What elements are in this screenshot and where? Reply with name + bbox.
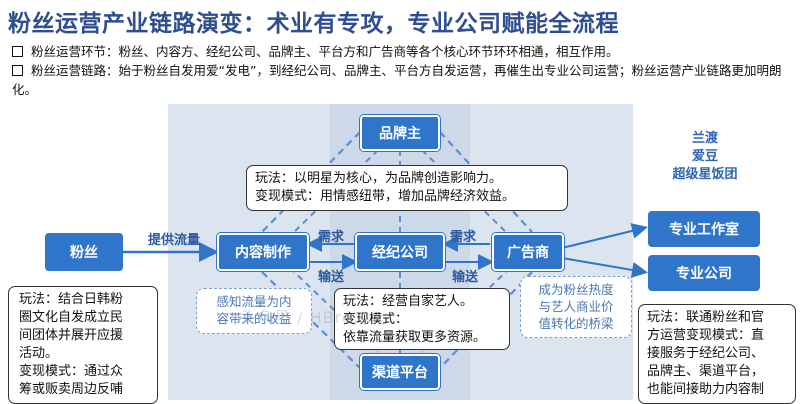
pro-desc-line: 玩法：联通粉丝和官 <box>647 310 765 325</box>
node-content: 内容制作 <box>217 233 309 271</box>
fans-desc-line: 筹或贩卖周边反哺 <box>19 382 124 397</box>
pro-desc-line: 方运营变现模式：直 <box>647 328 765 343</box>
node-studio: 专业工作室 <box>648 211 760 247</box>
bullet-1-text: 粉丝运营环节：粉丝、内容方、经纪公司、品牌主、平台方和广告商等各个核心环节环环相… <box>31 44 619 59</box>
pro-desc-line: 接服务于经纪公司、 <box>647 346 765 361</box>
node-agency: 经纪公司 <box>355 233 445 271</box>
edge-ad-company <box>561 257 648 278</box>
ad-note-box: 成为粉丝热度 与艺人商业价 值转化的桥梁 <box>520 276 632 338</box>
content-note-line: 感知流量为内 <box>216 294 292 309</box>
brand-item: 超级星饭团 <box>672 167 738 182</box>
bullet-1: 粉丝运营环节：粉丝、内容方、经纪公司、品牌主、平台方和广告商等各个核心环节环环相… <box>12 42 792 61</box>
fans-desc-line: 变现模式：通过众 <box>19 364 124 379</box>
pro-desc-line: 也能间接助力内容制 <box>647 382 765 397</box>
node-brand: 品牌主 <box>360 115 440 151</box>
brand-desc-line: 玩法：以明星为核心，为品牌创造影响力。 <box>255 171 503 186</box>
agency-desc-line: 变现模式： <box>343 312 409 327</box>
content-note-box: 感知流量为内 容带来的收益 <box>196 288 312 334</box>
label-demand-right: 需求 <box>450 230 477 245</box>
brand-description-box: 玩法：以明星为核心，为品牌创造影响力。 变现模式：用情感纽带，增加品牌经济效益。 <box>246 165 568 211</box>
label-demand-left: 需求 <box>318 230 345 245</box>
brand-desc-line: 变现模式：用情感纽带，增加品牌经济效益。 <box>255 189 516 204</box>
fans-desc-line: 玩法：结合日韩粉 <box>19 292 124 307</box>
brand-item: 爱豆 <box>691 149 718 164</box>
label-deliver-right: 输送 <box>452 270 479 285</box>
content-note-line: 容带来的收益 <box>216 311 292 326</box>
fans-desc-line: 活动。 <box>19 346 59 361</box>
agency-desc-line: 玩法：经营自家艺人。 <box>343 294 474 309</box>
ad-note-line: 值转化的桥梁 <box>538 316 614 331</box>
square-bullet-icon <box>12 46 23 57</box>
agency-description-box: 玩法：经营自家艺人。 变现模式： 依靠流量获取更多资源。 <box>334 288 510 350</box>
node-company: 专业公司 <box>648 255 760 291</box>
ad-note-line: 与艺人商业价 <box>538 299 614 314</box>
label-deliver-left: 输送 <box>318 270 345 285</box>
square-bullet-icon <box>12 65 23 76</box>
bullet-2: 粉丝运营链路：始于粉丝自发用爱“发电”，到经纪公司、品牌主、平台方自发运营，再催… <box>12 61 792 99</box>
fans-description-box: 玩法：结合日韩粉 圈文化自发成立民 间团体并展开应援 活动。 变现模式：通过众 … <box>8 286 158 404</box>
ad-note-line: 成为粉丝热度 <box>538 282 614 297</box>
bullet-2-text: 粉丝运营链路：始于粉丝自发用爱“发电”，到经纪公司、品牌主、平台方自发运营，再催… <box>12 63 782 97</box>
label-provide-traffic: 提供流量 <box>148 233 201 248</box>
pro-desc-line: 品牌主、渠道平台， <box>647 364 765 379</box>
watermark: 头条号 / HBre... <box>240 308 371 327</box>
brand-item: 兰渡 <box>691 131 718 146</box>
page-title: 粉丝运营产业链路演变：术业有专攻，专业公司赋能全流程 <box>8 11 619 37</box>
node-channel: 渠道平台 <box>360 354 440 390</box>
node-fans: 粉丝 <box>45 233 123 271</box>
pro-description-box: 玩法：联通粉丝和官 方运营变现模式：直 接服务于经纪公司、 品牌主、渠道平台， … <box>638 304 796 404</box>
agency-desc-line: 依靠流量获取更多资源。 <box>343 330 487 345</box>
edge-ad-studio <box>561 223 648 249</box>
fans-desc-line: 间团体并展开应援 <box>19 328 124 343</box>
fans-desc-line: 圈文化自发成立民 <box>19 310 124 325</box>
brand-list: 兰渡 爱豆 超级星饭团 <box>660 130 750 184</box>
node-ad: 广告商 <box>492 233 564 271</box>
